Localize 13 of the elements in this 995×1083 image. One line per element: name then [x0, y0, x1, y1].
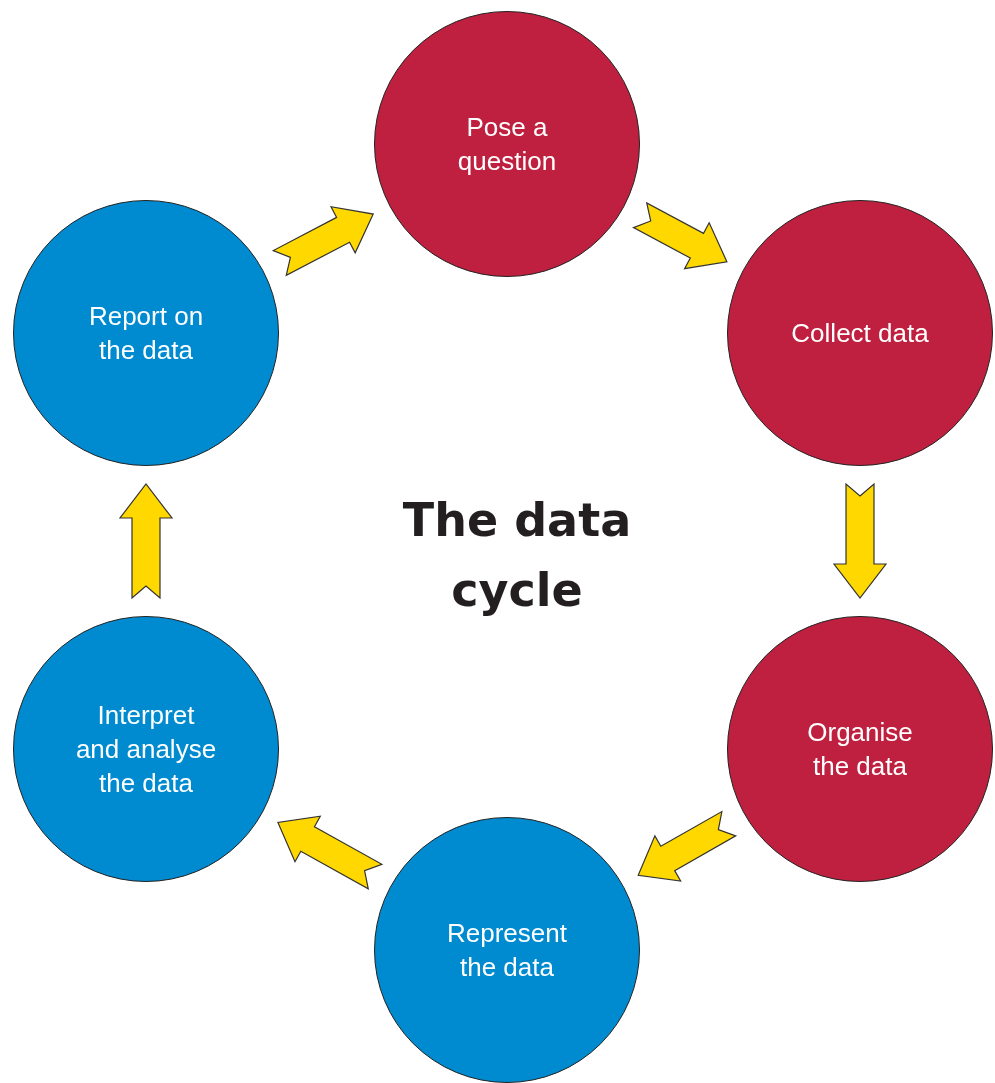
block-arrow [277, 815, 384, 890]
block-arrow [118, 483, 174, 600]
stage-label: Report on the data [87, 300, 205, 367]
block-arrow [832, 482, 888, 599]
stage-label: Represent the data [446, 917, 568, 984]
stage-label: Pose a question [456, 111, 558, 178]
diagram-title: The data cycle [401, 492, 633, 619]
stage-label: Organise the data [806, 716, 914, 783]
block-arrow [632, 201, 728, 270]
stage-label: Interpret and analyse the data [74, 699, 218, 800]
stage-label: Collect data [790, 317, 930, 350]
block-arrow [271, 205, 375, 277]
block-arrow [637, 810, 738, 882]
